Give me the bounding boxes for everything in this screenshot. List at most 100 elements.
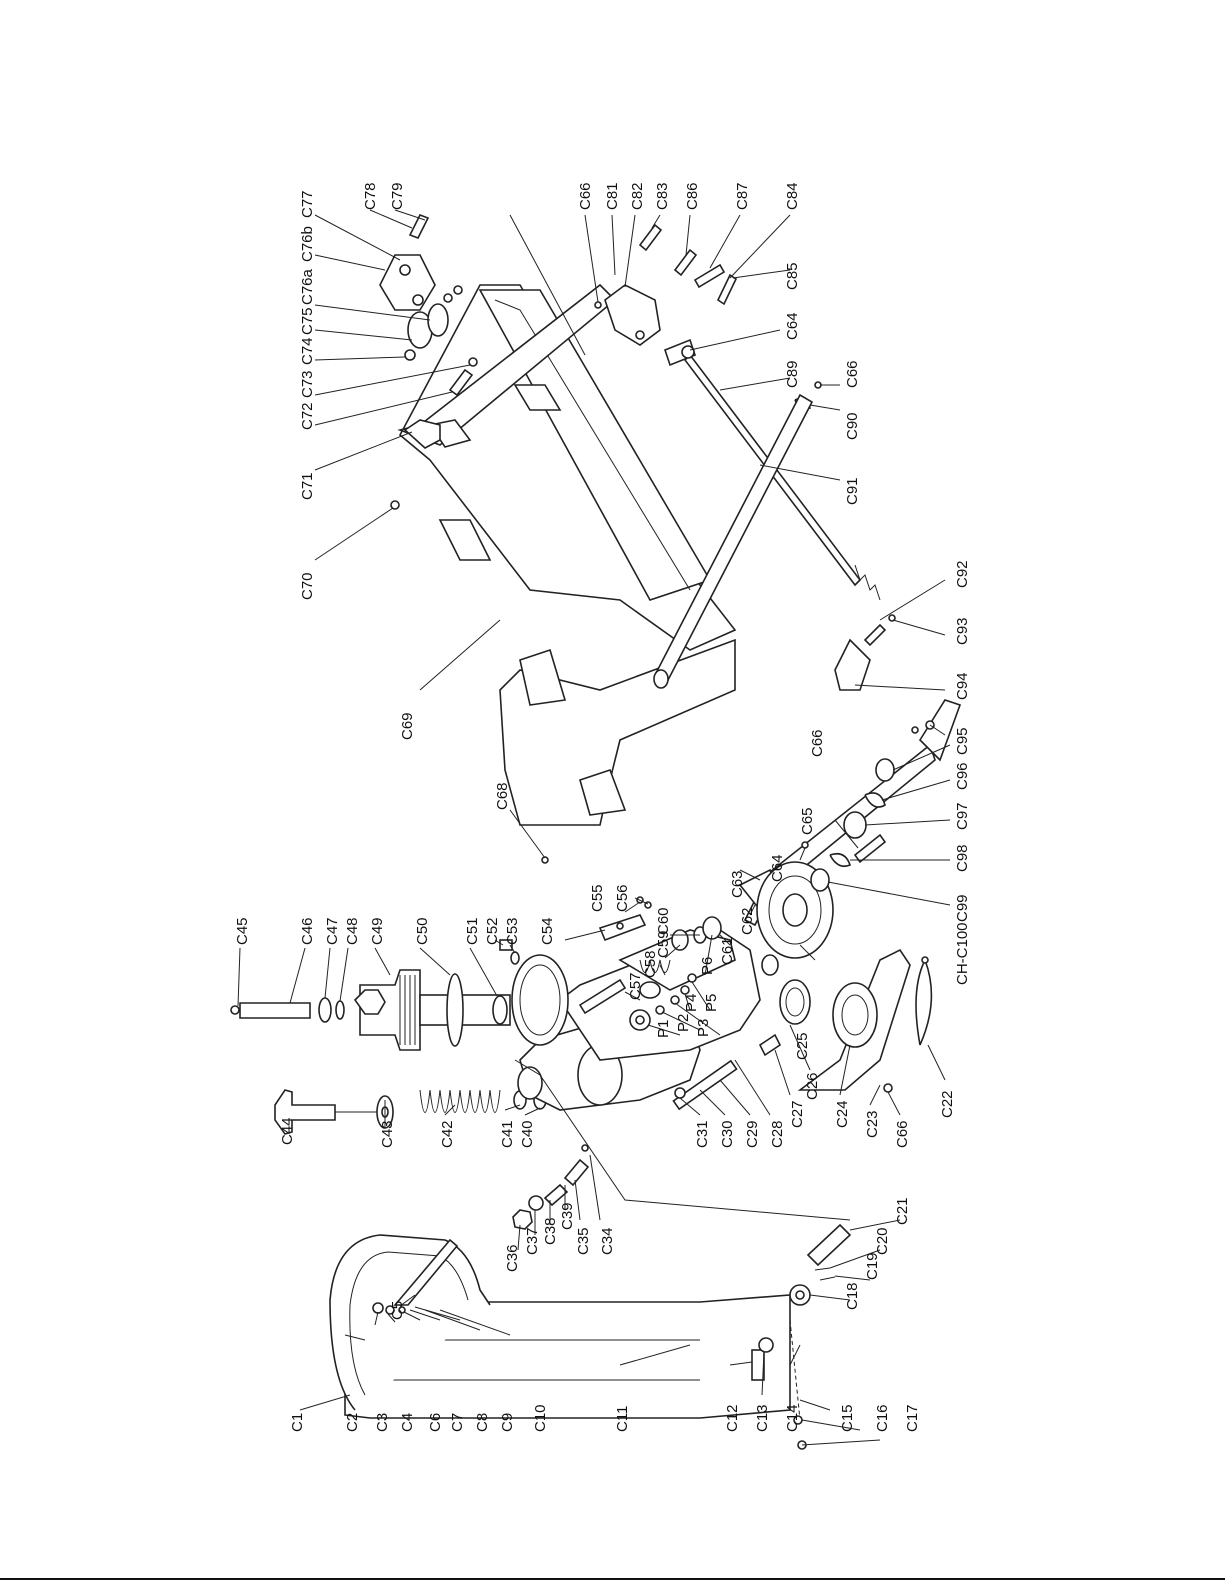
label-p1: P1 [655,1020,672,1038]
label-c22: C22 [939,1090,956,1118]
label-c16: C16 [874,1404,891,1432]
label-c50: C50 [414,917,431,945]
label-c90: C90 [844,412,861,440]
label-c55: C55 [589,884,606,912]
label-c18: C18 [844,1282,861,1310]
label-c2: C2 [344,1413,361,1432]
label-c15: C15 [839,1404,856,1432]
label-c42: C42 [439,1120,456,1148]
label-c54: C54 [539,917,556,945]
label-c89: C89 [784,360,801,388]
label-p2: P2 [675,1014,692,1032]
label-ch-c100: CH-C100 [954,922,971,985]
label-c11: C11 [614,1406,631,1432]
label-c31: C31 [694,1120,711,1148]
label-c19: C19 [864,1252,881,1280]
label-c86: C86 [684,182,701,210]
label-c24: C24 [834,1100,851,1128]
label-c36: C36 [504,1244,521,1272]
label-c44: C44 [279,1117,296,1145]
handle-assembly [329,1223,852,1450]
label-c9: C9 [499,1413,516,1432]
label-c79: C79 [389,182,406,210]
label-c23: C23 [864,1110,881,1138]
label-c51: C51 [464,917,481,945]
label-c25: C25 [794,1032,811,1060]
label-c71: C71 [299,472,316,500]
label-c26: C26 [804,1072,821,1100]
label-c14: C14 [784,1404,801,1432]
label-c72: C72 [299,402,316,430]
label-c82: C82 [629,182,646,210]
label-c75: C75 [299,307,316,335]
part-labels: C1 C2 C3 C4 C5 C6 C7 C8 C9 C10 C11 C12 C… [234,182,971,1432]
fork-frame [379,213,737,864]
label-c58: C58 [642,950,659,978]
label-c66-a: C66 [894,1120,911,1148]
label-c65: C65 [799,807,816,835]
piston-assembly [230,878,777,1051]
label-c57: C57 [627,972,644,1000]
label-c39: C39 [559,1202,576,1230]
label-p3: P3 [695,1019,712,1037]
label-c45: C45 [234,917,251,945]
label-c76b: C76b [299,226,316,262]
label-c35: C35 [575,1227,592,1255]
label-c94: C94 [954,672,971,700]
label-c1: C1 [289,1413,306,1432]
label-c48: C48 [344,917,361,945]
label-c60: C60 [655,907,672,935]
label-c64-a: C64 [769,854,786,882]
label-c87: C87 [734,182,751,210]
label-p5: P5 [703,994,720,1012]
label-c91: C91 [844,477,861,505]
label-c95: C95 [954,727,971,755]
label-c8: C8 [474,1413,491,1432]
label-c20: C20 [874,1227,891,1255]
label-c85: C85 [784,262,801,290]
leader-lines [237,209,951,1446]
wheel-assembly [737,699,962,976]
label-c5: C5 [389,1301,406,1320]
label-c29: C29 [744,1120,761,1148]
label-c78: C78 [362,182,379,210]
label-c37: C37 [524,1227,541,1255]
label-c66-d: C66 [844,360,861,388]
label-c17: C17 [904,1404,921,1432]
label-c70: C70 [299,572,316,600]
label-c92: C92 [954,560,971,588]
label-c7: C7 [449,1413,466,1432]
label-c61: C61 [719,937,736,965]
label-c34: C34 [599,1227,616,1255]
label-c38: C38 [542,1217,559,1245]
label-c63: C63 [729,870,746,898]
label-c73: C73 [299,370,316,398]
label-c62: C62 [739,907,756,935]
label-c84: C84 [784,182,801,210]
label-c13: C13 [754,1404,771,1432]
label-c98: C98 [954,844,971,872]
label-c99: C99 [954,894,971,922]
label-c28: C28 [769,1120,786,1148]
label-c21: C21 [894,1197,911,1225]
label-c12: C12 [724,1404,741,1432]
label-c66-c: C66 [577,182,594,210]
label-p6: P6 [699,957,716,975]
label-c40: C40 [519,1120,536,1148]
label-c59: C59 [655,930,672,958]
label-c30: C30 [719,1120,736,1148]
label-c10: C10 [532,1404,549,1432]
label-c53: C53 [504,917,521,945]
bottom-rule [0,1578,1225,1580]
label-c52: C52 [484,917,501,945]
label-c69: C69 [399,712,416,740]
label-c6: C6 [427,1413,444,1432]
label-c56: C56 [614,884,631,912]
label-c49: C49 [369,917,386,945]
label-c81: C81 [604,182,621,210]
label-c74: C74 [299,337,316,365]
label-c46: C46 [299,917,316,945]
label-c96: C96 [954,762,971,790]
label-c97: C97 [954,802,971,830]
